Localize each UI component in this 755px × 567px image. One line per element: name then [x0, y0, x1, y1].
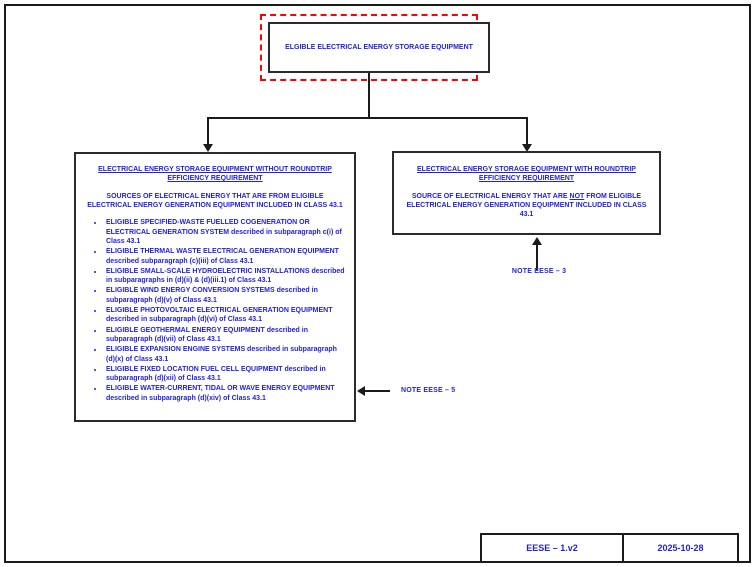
connector-right-drop	[526, 117, 528, 145]
connector-root-stem	[368, 73, 370, 119]
note5-arrow-line	[364, 390, 390, 392]
node-with-roundtrip-body: SOURCE OF ELECTRICAL ENERGY THAT ARE NOT…	[406, 192, 647, 219]
list-item: ELIGIBLE WIND ENERGY CONVERSION SYSTEMS …	[104, 286, 347, 305]
note3-arrow-line	[536, 244, 538, 270]
node-with-roundtrip-title: ELECTRICAL ENERGY STORAGE EQUIPMENT WITH…	[417, 166, 636, 183]
note-eese-5-label: NOTE EESE – 5	[401, 387, 456, 394]
root-node-label: ELGIBLE ELECTRICAL ENERGY STORAGE EQUIPM…	[285, 43, 473, 51]
eligible-equipment-list: ELIGIBLE SPECIFIED-WASTE FUELLED COGENER…	[83, 218, 347, 403]
list-item: ELIGIBLE GEOTHERMAL ENERGY EQUIPMENT des…	[104, 326, 347, 345]
body-text-underlined: NOT	[569, 193, 585, 201]
list-item: ELIGIBLE EXPANSION ENGINE SYSTEMS descri…	[104, 345, 347, 364]
list-item: ELIGIBLE FIXED LOCATION FUEL CELL EQUIPM…	[104, 365, 347, 384]
node-without-roundtrip-title: ELECTRICAL ENERGY STORAGE EQUIPMENT WITH…	[98, 166, 332, 183]
node-without-roundtrip-subtitle: SOURCES OF ELECTRICAL ENERGY THAT ARE FR…	[87, 193, 343, 210]
node-without-roundtrip: ELECTRICAL ENERGY STORAGE EQUIPMENT WITH…	[74, 152, 356, 422]
page-border	[4, 4, 751, 563]
title-block-doc-id: EESE – 1.v2	[480, 533, 624, 563]
note-eese-3-label: NOTE EESE – 3	[511, 268, 567, 275]
list-item: ELIGIBLE SMALL-SCALE HYDROELECTRIC INSTA…	[104, 267, 347, 286]
node-with-roundtrip: ELECTRICAL ENERGY STORAGE EQUIPMENT WITH…	[392, 151, 661, 235]
body-text: SOURCE OF ELECTRICAL ENERGY THAT ARE	[411, 193, 570, 201]
arrowhead-left-icon	[357, 386, 365, 396]
list-item: ELIGIBLE WATER-CURRENT, TIDAL OR WAVE EN…	[104, 384, 347, 403]
connector-horizontal	[207, 117, 528, 119]
arrowhead-down-right-icon	[522, 144, 532, 152]
date-label: 2025-10-28	[657, 543, 704, 553]
list-item: ELIGIBLE SPECIFIED-WASTE FUELLED COGENER…	[104, 218, 347, 246]
doc-id-label: EESE – 1.v2	[526, 543, 578, 553]
list-item: ELIGIBLE PHOTOVOLTAIC ELECTRICAL GENERAT…	[104, 306, 347, 325]
root-node: ELGIBLE ELECTRICAL ENERGY STORAGE EQUIPM…	[268, 22, 490, 73]
title-block-date: 2025-10-28	[622, 533, 739, 563]
connector-left-drop	[207, 117, 209, 145]
list-item: ELIGIBLE THERMAL WASTE ELECTRICAL GENERA…	[104, 247, 347, 266]
body-text: FROM ELIGIBLE ELECTRICAL ENERGY GENERATI…	[406, 193, 647, 219]
arrowhead-down-left-icon	[203, 144, 213, 152]
arrowhead-up-icon	[532, 237, 542, 245]
